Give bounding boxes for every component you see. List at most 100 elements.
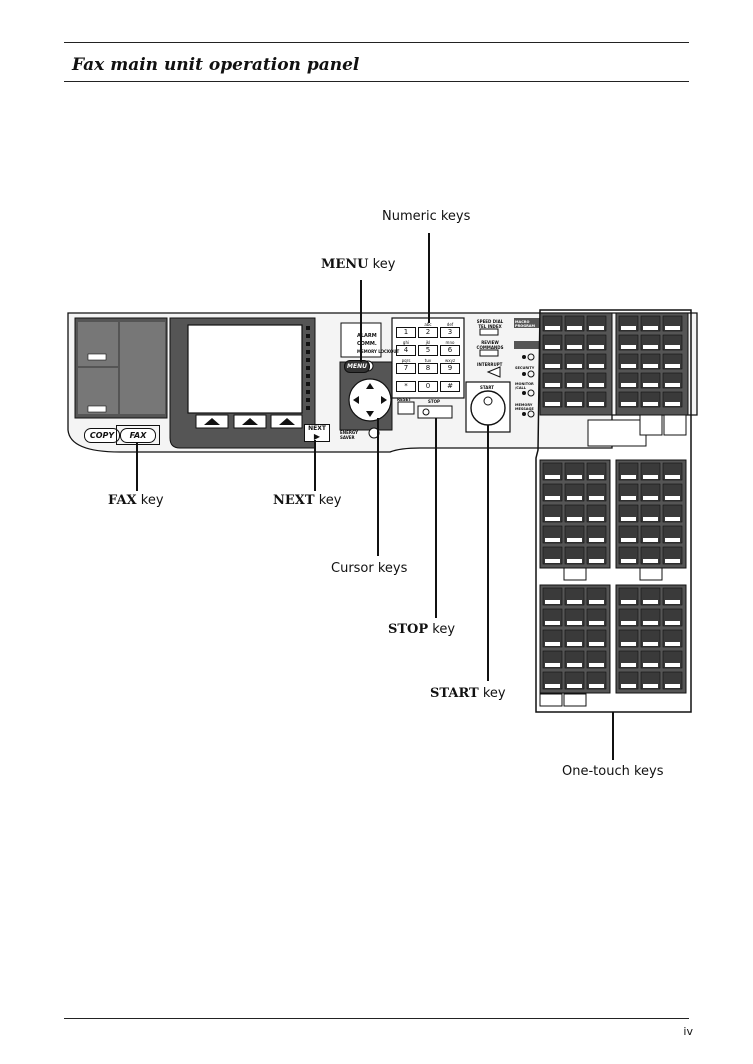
numeric-key-label: 0: [418, 381, 438, 392]
one-touch-label-strip: [621, 559, 636, 563]
one-touch-label-strip: [545, 475, 560, 479]
one-touch-label-strip: [567, 559, 582, 563]
one-touch-label-strip: [665, 684, 680, 688]
callout-start-key: START key: [430, 686, 506, 701]
one-touch-label-strip: [589, 496, 604, 500]
top-rule: [64, 42, 689, 43]
numeric-key-label: 7: [396, 363, 416, 374]
one-touch-label-strip: [545, 364, 560, 368]
one-touch-label-strip: [643, 684, 658, 688]
memory-lockout-label: MEMORY LOCKOUT: [357, 349, 400, 354]
callout-start-key-rest: key: [478, 686, 506, 701]
callout-stop-key: STOP key: [388, 622, 455, 637]
numeric-letters: ghi: [402, 340, 410, 345]
one-touch-label-strip: [567, 663, 582, 667]
one-touch-label-strip: [545, 600, 560, 604]
numeric-key-label: 9: [440, 363, 460, 374]
one-touch-label-strip: [621, 326, 636, 330]
one-touch-label-strip: [621, 364, 636, 368]
callout-numeric-keys: Numeric keys: [382, 209, 471, 224]
callout-menu-key-bold: MENU: [321, 257, 369, 272]
one-touch-label-strip: [545, 559, 560, 563]
one-touch-label-strip: [665, 364, 680, 368]
start-button-shape: [470, 390, 506, 426]
one-touch-label-strip: [643, 383, 658, 387]
one-touch-label-strip: [621, 383, 636, 387]
numeric-key-label: #: [440, 381, 460, 392]
one-touch-label-strip: [665, 517, 680, 521]
one-touch-label-strip: [589, 663, 604, 667]
numeric-key-label: 2: [418, 327, 438, 338]
one-touch-label-strip: [589, 402, 604, 406]
one-touch-label-strip: [621, 517, 636, 521]
copy-button[interactable]: COPY: [84, 428, 120, 443]
one-touch-label-strip: [567, 496, 582, 500]
monitor-call-label: MONITOR /CALL: [515, 382, 534, 390]
numeric-key-1[interactable]: 1: [396, 322, 416, 338]
one-touch-label-strip: [621, 538, 636, 542]
callout-start-key-bold: START: [430, 686, 479, 701]
leader-numeric-keys: [428, 233, 430, 323]
stop-label: STOP: [428, 399, 440, 404]
fax-key-callout-box: [116, 425, 160, 445]
callout-next-key-bold: NEXT: [273, 493, 315, 508]
callout-fax-key: FAX key: [108, 493, 164, 508]
one-touch-label-strip: [643, 538, 658, 542]
numeric-key-star[interactable]: *: [396, 376, 416, 392]
numeric-key-label: *: [396, 381, 416, 392]
numeric-keypad: [391, 317, 465, 399]
interrupt-label: INTERRUPT: [477, 362, 503, 367]
numeric-letters: pqrs: [401, 358, 411, 363]
one-touch-label-strip: [567, 345, 582, 349]
numeric-key-hash[interactable]: #: [440, 376, 460, 392]
macro-program-label: MACRO PROGRAM: [515, 320, 535, 328]
memory-message-label: MEMORY MESSAGE: [515, 403, 534, 411]
one-touch-label-strip: [665, 621, 680, 625]
one-touch-label-strip: [621, 402, 636, 406]
one-touch-label-strip: [545, 517, 560, 521]
numeric-letters: mno: [445, 340, 455, 345]
numeric-key-label: 6: [440, 345, 460, 356]
menu-button[interactable]: MENU: [344, 360, 370, 373]
security-label: SECURITY: [515, 366, 535, 370]
one-touch-label-strip: [589, 475, 604, 479]
one-touch-label-strip: [665, 326, 680, 330]
numeric-key-0[interactable]: 0: [418, 376, 438, 392]
numeric-key-label: 8: [418, 363, 438, 374]
numeric-key-label: 3: [440, 327, 460, 338]
callout-stop-key-bold: STOP: [388, 622, 429, 637]
next-arrow-icon: ▶: [313, 432, 321, 441]
one-touch-label-strip: [589, 364, 604, 368]
one-touch-label-strip: [665, 642, 680, 646]
one-touch-label-strip: [589, 538, 604, 542]
numeric-letters: abc: [424, 322, 432, 327]
footer-rule: [64, 1018, 689, 1019]
alarm-label: ALARM: [357, 333, 377, 339]
next-button[interactable]: NEXT▶: [304, 424, 330, 442]
comm-label: COMM.: [357, 341, 377, 347]
one-touch-label-strip: [665, 402, 680, 406]
one-touch-label-strip: [621, 684, 636, 688]
fax-button[interactable]: FAX: [120, 428, 156, 443]
speed-dial-label: SPEED DIAL TEL INDEX: [476, 319, 504, 329]
numeric-letters: def: [446, 322, 454, 327]
one-touch-label-strip: [589, 345, 604, 349]
numeric-letters: jkl: [425, 340, 431, 345]
leader-stop-key: [435, 418, 437, 618]
one-touch-label-strip: [567, 600, 582, 604]
one-touch-label-strip: [545, 326, 560, 330]
one-touch-label-strip: [567, 383, 582, 387]
callout-menu-key-rest: key: [368, 257, 396, 272]
one-touch-label-strip: [621, 642, 636, 646]
one-touch-label-strip: [589, 326, 604, 330]
one-touch-label-strip: [643, 364, 658, 368]
